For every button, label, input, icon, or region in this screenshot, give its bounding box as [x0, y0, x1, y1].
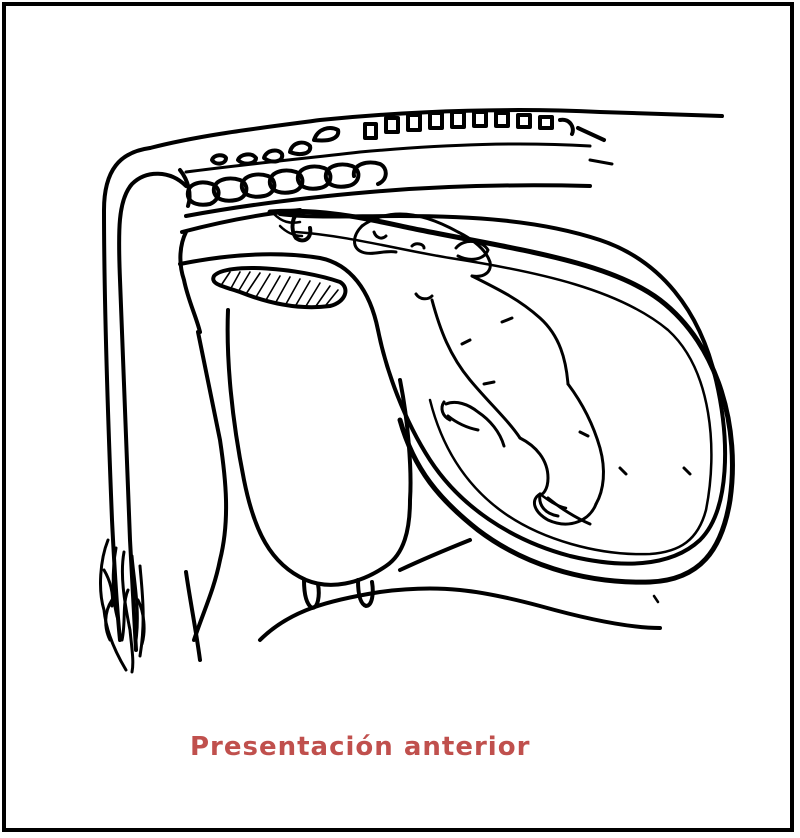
tail-inner [119, 174, 186, 650]
hind-leg [186, 572, 200, 660]
rectum [213, 268, 345, 307]
figure-caption: Presentación anterior [190, 732, 530, 762]
flank-line [400, 540, 470, 570]
tail-root [180, 170, 190, 206]
spinal-canal-dash [590, 160, 612, 164]
tail-outer [104, 148, 150, 640]
tail-switch [101, 540, 145, 672]
vertebrae [212, 112, 604, 164]
perineum [180, 232, 200, 332]
spinal-canal-line [186, 144, 590, 172]
body-line-left [194, 332, 226, 640]
